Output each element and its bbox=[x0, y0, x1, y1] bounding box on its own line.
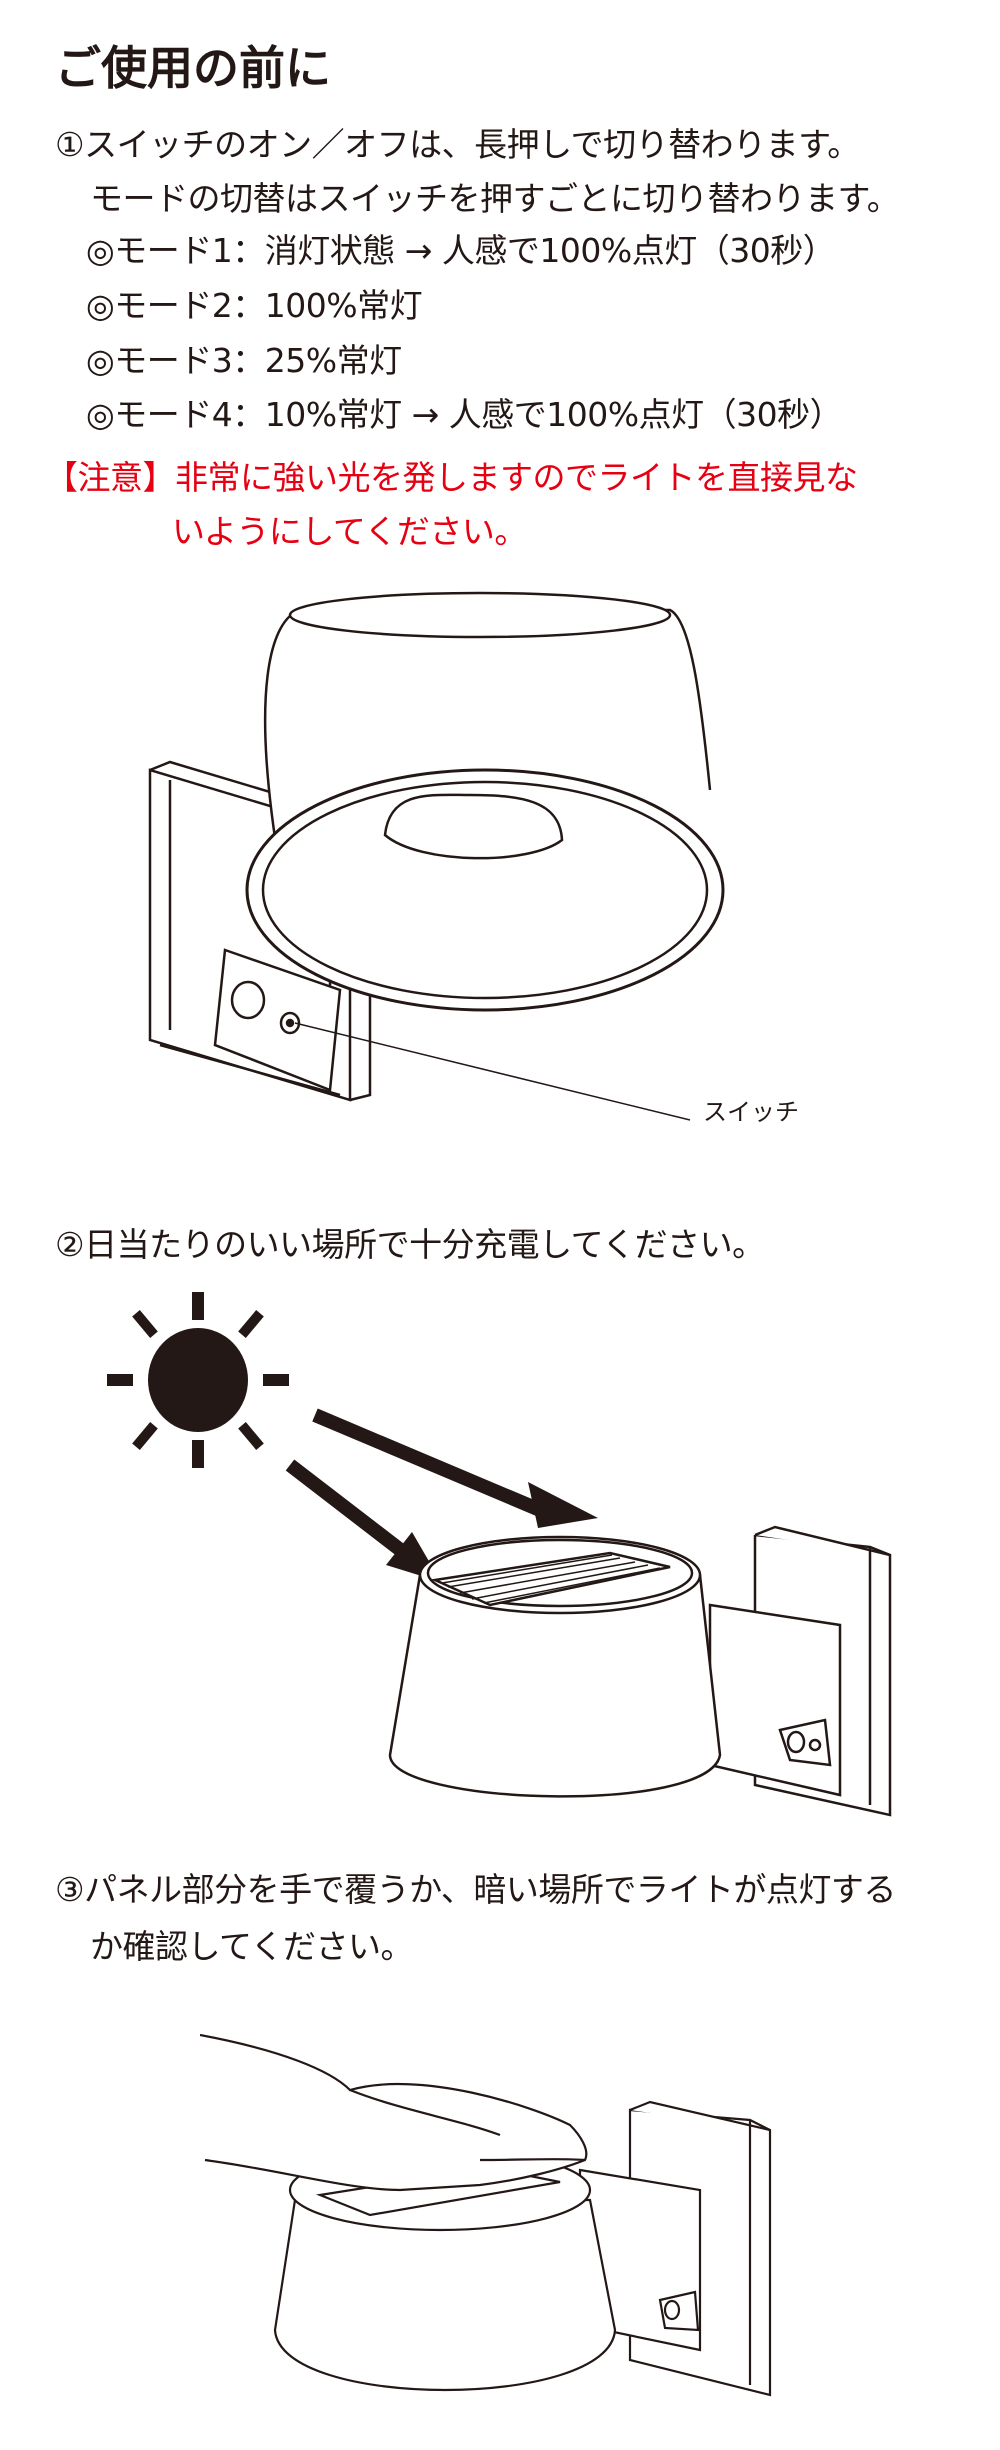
step2-line1: ②日当たりのいい場所で十分充電してください。 bbox=[55, 1225, 765, 1264]
page-title: ご使用の前に bbox=[55, 41, 331, 95]
mode-2: ◎モード2：100%常灯 bbox=[86, 286, 423, 325]
warning-line2: いようにしてください。 bbox=[172, 512, 527, 551]
switch-label: スイッチ bbox=[703, 1098, 799, 1126]
sunlight-arrows bbox=[285, 1408, 598, 1582]
step1-line2: モードの切替はスイッチを押すごとに切り替わります。 bbox=[90, 179, 900, 218]
step3-line1: ③パネル部分を手で覆うか、暗い場所でライトが点灯する bbox=[55, 1870, 896, 1909]
step1-line1: ①スイッチのオン／オフは、長押しで切り替わります。 bbox=[55, 125, 860, 164]
mode-4: ◎モード4：10%常灯 → 人感で100%点灯（30秒） bbox=[86, 395, 843, 434]
warning-line1: 【注意】非常に強い光を発しますのでライトを直接見な bbox=[45, 458, 858, 497]
step3-line2: か確認してください。 bbox=[90, 1927, 414, 1966]
sun-icon bbox=[107, 1292, 289, 1468]
lamp-hand-cover-illustration bbox=[200, 2033, 772, 2397]
lamp-solar-panel-illustration bbox=[388, 1525, 892, 1817]
lamp-front-illustration bbox=[148, 591, 725, 1121]
mode-1: ◎モード1：消灯状態 → 人感で100%点灯（30秒） bbox=[86, 231, 836, 270]
mode-3: ◎モード3：25%常灯 bbox=[86, 341, 402, 380]
